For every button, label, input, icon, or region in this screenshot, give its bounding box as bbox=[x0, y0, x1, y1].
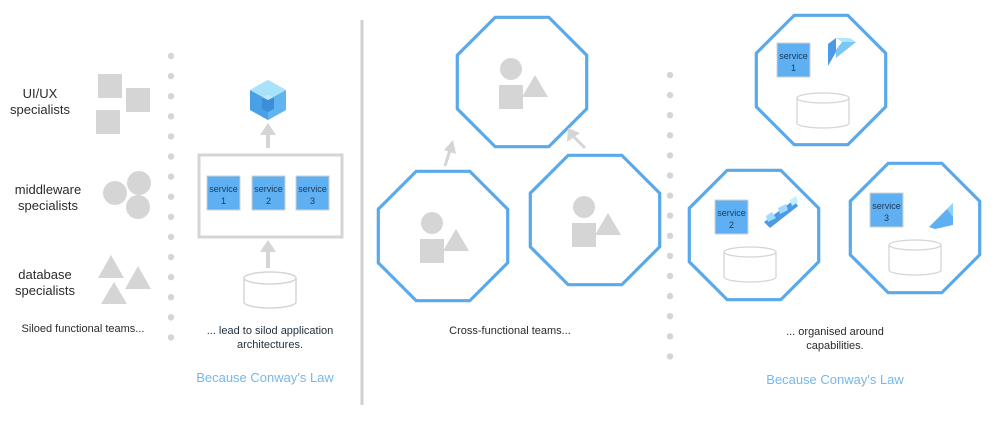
uiux-squares-icon bbox=[96, 74, 150, 134]
separator-dot bbox=[666, 252, 674, 260]
separator-dot bbox=[666, 192, 674, 199]
service-box: service 3 bbox=[295, 175, 330, 211]
conways-law-link-left[interactable]: Because Conway's Law bbox=[196, 370, 334, 385]
service-number: 2 bbox=[266, 196, 271, 206]
service-name: service bbox=[779, 51, 808, 61]
service-number: 3 bbox=[884, 213, 889, 223]
dotted-separator-left bbox=[167, 52, 175, 341]
cross-functional-team-icon bbox=[420, 212, 469, 263]
separator-dot bbox=[167, 294, 175, 301]
separator-dot bbox=[167, 334, 175, 341]
database-cylinder-icon bbox=[796, 92, 850, 129]
service-box: service 2 bbox=[714, 199, 749, 235]
service-name: service bbox=[209, 184, 238, 194]
caption-line2: architectures. bbox=[236, 339, 304, 351]
separator-dot bbox=[167, 233, 175, 241]
separator-dot bbox=[167, 314, 175, 321]
database-cylinder-icon bbox=[243, 271, 297, 309]
separator-dot bbox=[666, 333, 674, 340]
cross-functional-team bbox=[528, 153, 662, 287]
team-label-line1: middleware bbox=[14, 182, 82, 197]
service-number: 1 bbox=[221, 196, 226, 206]
capability-team: service 3 bbox=[848, 161, 982, 295]
database-triangles-icon bbox=[98, 255, 151, 304]
database-cylinder-icon bbox=[888, 239, 942, 276]
separator-dot bbox=[167, 113, 175, 120]
separator-dot bbox=[666, 91, 674, 99]
ramp-block-icon bbox=[929, 203, 953, 229]
caption-line1: ... organised around bbox=[786, 326, 884, 338]
caption-line1: ... lead to silod application bbox=[206, 325, 334, 337]
separator-dot bbox=[666, 212, 674, 219]
arrow-up-head-icon bbox=[260, 240, 276, 252]
team-octagon bbox=[528, 153, 662, 287]
database-cylinder-icon bbox=[723, 246, 777, 283]
service-name: service bbox=[254, 184, 283, 194]
team-octagon bbox=[376, 169, 510, 303]
team-label-line1: UI/UX bbox=[22, 86, 58, 101]
service-box: service 3 bbox=[869, 192, 904, 228]
cross-functional-caption: Cross-functional teams... bbox=[449, 325, 571, 337]
separator-dot bbox=[666, 232, 674, 239]
service-number: 3 bbox=[310, 196, 315, 206]
arrow-diagonal-icon bbox=[443, 140, 456, 167]
service-number: 1 bbox=[791, 63, 796, 73]
team-label-uiux: UI/UX specialists bbox=[0, 86, 80, 118]
service-number: 2 bbox=[729, 220, 734, 230]
cube-logo-icon bbox=[250, 80, 286, 120]
separator-dot bbox=[167, 133, 175, 140]
service-box: service 1 bbox=[206, 175, 241, 211]
separator-dot bbox=[666, 272, 674, 280]
service-name: service bbox=[872, 201, 901, 211]
team-label-middleware: middleware specialists bbox=[0, 182, 96, 214]
service-name: service bbox=[298, 184, 327, 194]
cross-functional-team bbox=[455, 15, 589, 149]
separator-dot bbox=[666, 132, 674, 139]
conways-law-link-right[interactable]: Because Conway's Law bbox=[766, 372, 904, 387]
capabilities-caption: ... organised around capabilities. bbox=[760, 325, 910, 353]
dotted-separator-right bbox=[666, 71, 674, 360]
siloed-teams-caption: Siloed functional teams... bbox=[21, 323, 145, 335]
service-name: service bbox=[717, 208, 746, 218]
separator-dot bbox=[167, 52, 175, 60]
wedge-block-icon bbox=[828, 38, 856, 66]
separator-dot bbox=[167, 253, 175, 261]
separator-dot bbox=[167, 153, 175, 160]
team-label-line2: specialists bbox=[18, 198, 78, 213]
separator-dot bbox=[666, 71, 674, 79]
team-octagon bbox=[455, 15, 589, 149]
cross-functional-team-icon bbox=[499, 58, 548, 109]
capability-team: service 2 bbox=[687, 168, 821, 302]
separator-dot bbox=[167, 173, 175, 180]
separator-dot bbox=[666, 152, 674, 159]
cross-functional-team-icon bbox=[572, 196, 621, 247]
team-label-line2: specialists bbox=[10, 102, 70, 117]
service-box: service 2 bbox=[251, 175, 286, 211]
team-label-database: database specialists bbox=[0, 267, 90, 299]
separator-dot bbox=[167, 273, 175, 281]
team-label-line1: database bbox=[18, 267, 72, 282]
separator-dot bbox=[167, 213, 175, 220]
arrow-up-head-icon bbox=[260, 123, 276, 135]
separator-dot bbox=[666, 353, 674, 360]
cross-functional-team bbox=[376, 169, 510, 303]
separator-dot bbox=[167, 193, 175, 200]
service-box: service 1 bbox=[776, 42, 811, 78]
separator-dot bbox=[167, 72, 175, 80]
separator-dot bbox=[666, 112, 674, 119]
separator-dot bbox=[666, 292, 674, 300]
arrow-diagonal-icon bbox=[567, 128, 587, 150]
siloed-architecture-caption: ... lead to silod application architectu… bbox=[190, 324, 350, 352]
separator-dot bbox=[666, 313, 674, 320]
separator-dot bbox=[167, 93, 175, 100]
capability-team: service 1 bbox=[754, 13, 888, 147]
separator-dot bbox=[666, 172, 674, 179]
middleware-circles-icon bbox=[103, 171, 151, 219]
caption-line2: capabilities. bbox=[806, 340, 864, 352]
stepped-block-icon bbox=[764, 196, 798, 228]
team-label-line2: specialists bbox=[15, 283, 75, 298]
